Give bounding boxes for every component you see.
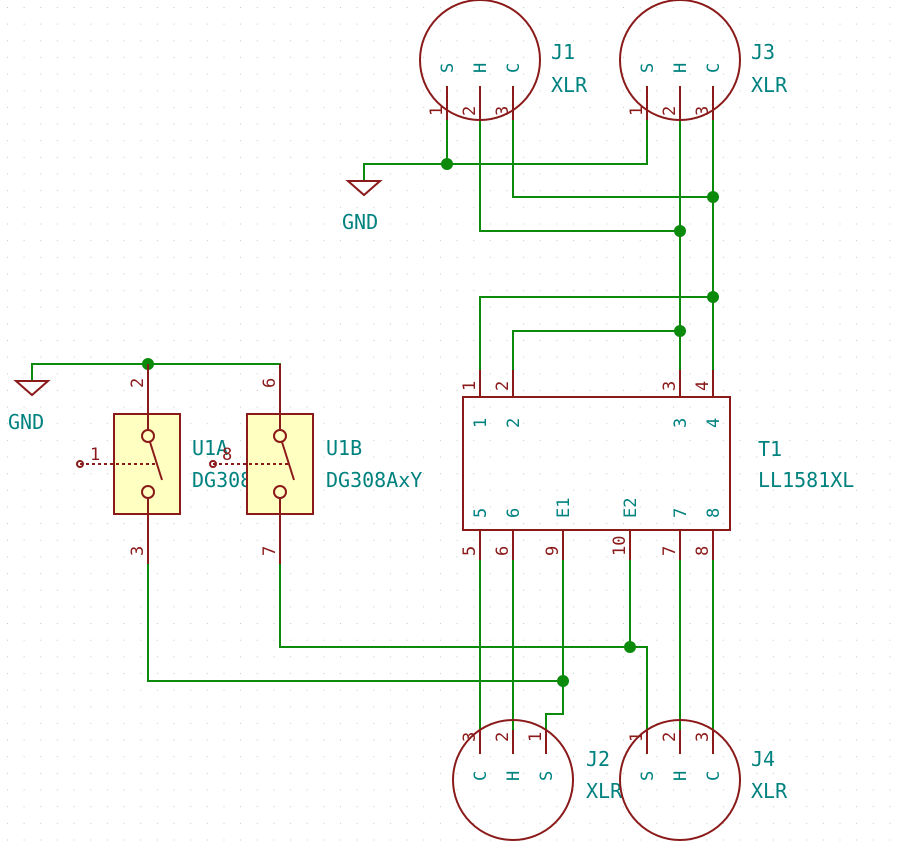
pin-name: 4 (704, 418, 724, 428)
pin-number: 1 (460, 381, 480, 391)
pin-number: 3 (693, 732, 713, 742)
wire-t1p1 (479, 296, 713, 370)
pin-number: 5 (460, 546, 480, 556)
junction (624, 641, 636, 653)
pin-name: 7 (671, 508, 691, 518)
wire-j1c-bus (512, 120, 713, 198)
pin-number: 6 (493, 546, 513, 556)
pin-number: 7 (660, 546, 680, 556)
pin-number: 2 (128, 378, 148, 388)
pin-number: 1 (627, 732, 647, 742)
pin-name: 3 (671, 418, 691, 428)
wire-e1 (545, 530, 564, 730)
component-value: XLR (586, 779, 623, 803)
pin-number: 3 (660, 381, 680, 391)
pin-number: 1 (427, 106, 447, 116)
wire-j1h-bus (479, 120, 680, 232)
wire-e2 (629, 530, 648, 730)
pin-name: H (504, 771, 524, 781)
wire-u1a-pin3 (147, 514, 563, 682)
wire-u1b-pin7 (279, 514, 630, 648)
pin-number: 6 (260, 378, 280, 388)
junction (707, 191, 719, 203)
pin-name: 5 (471, 508, 491, 518)
pin-number: 2 (660, 106, 680, 116)
connector-j2: C H S 3 2 1 J2 XLR (452, 719, 623, 841)
pin-name: 8 (704, 508, 724, 518)
pin-name: H (471, 63, 491, 73)
pin-name: E2 (621, 498, 641, 518)
pin-name: C (704, 63, 724, 73)
connector-j1: S H C 1 2 3 J1 XLR (419, 0, 588, 121)
junction (557, 675, 569, 687)
pin-number: 8 (693, 546, 713, 556)
pin-number: 2 (493, 381, 513, 391)
junctions (142, 158, 719, 687)
switch-u1b: 8 6 7 U1B DG308AxY (209, 364, 422, 564)
pin-number: 3 (460, 732, 480, 742)
pin-name: 2 (504, 418, 524, 428)
background-grid (7, 7, 891, 841)
pin-name: C (471, 771, 491, 781)
component-value: DG308AxY (326, 468, 422, 492)
wire-t1p2 (512, 330, 680, 370)
pin-number: 3 (128, 546, 148, 556)
component-value: LL1581XL (758, 468, 854, 492)
junction (441, 158, 453, 170)
ref-designator: J4 (751, 747, 775, 771)
ref-designator: U1B (326, 436, 362, 460)
gnd-label: GND (342, 210, 378, 234)
junction (674, 225, 686, 237)
gnd-symbol-left: GND (8, 380, 51, 434)
connector-j3: S H C 1 2 3 J3 XLR (619, 0, 788, 121)
ref-designator: J1 (551, 40, 575, 64)
pin-name: 1 (471, 418, 491, 428)
wire-switch-gnd (31, 363, 281, 414)
component-value: XLR (751, 73, 788, 97)
pin-number: 2 (493, 732, 513, 742)
pin-name: H (671, 771, 691, 781)
transformer-t1: 1 2 3 4 1 2 3 4 5 6 E1 E2 7 8 5 6 9 10 7… (460, 370, 854, 560)
pin-number: 3 (693, 106, 713, 116)
pin-name: E1 (554, 498, 574, 518)
pin-name: S (638, 771, 658, 781)
pin-number: 1 (526, 732, 546, 742)
pin-name: H (671, 63, 691, 73)
pin-name: S (638, 63, 658, 73)
gnd-label: GND (8, 410, 44, 434)
pin-number: 1 (90, 445, 100, 465)
pin-name: 6 (504, 508, 524, 518)
pin-number: 7 (260, 546, 280, 556)
ref-designator: J3 (751, 40, 775, 64)
junction (674, 325, 686, 337)
wire-shield-gnd (363, 120, 648, 181)
pin-number: 2 (660, 732, 680, 742)
ref-designator: T1 (758, 437, 782, 461)
component-value: XLR (751, 779, 788, 803)
wires (31, 120, 714, 730)
pin-number: 2 (460, 106, 480, 116)
junction (707, 291, 719, 303)
connector-j4: S H C 1 2 3 J4 XLR (619, 719, 788, 841)
pin-name: C (704, 771, 724, 781)
pin-number: 8 (222, 445, 232, 465)
ref-designator: J2 (586, 747, 610, 771)
pin-number: 10 (610, 536, 630, 556)
pin-name: C (504, 63, 524, 73)
pin-number: 1 (627, 106, 647, 116)
pin-name: S (438, 63, 458, 73)
pin-name: S (537, 771, 557, 781)
pin-number: 4 (693, 381, 713, 391)
pin-number: 3 (493, 106, 513, 116)
pin-number: 9 (543, 546, 563, 556)
gnd-symbol-top: GND (342, 180, 383, 234)
ref-designator: U1A (192, 436, 228, 460)
component-value: XLR (551, 73, 588, 97)
